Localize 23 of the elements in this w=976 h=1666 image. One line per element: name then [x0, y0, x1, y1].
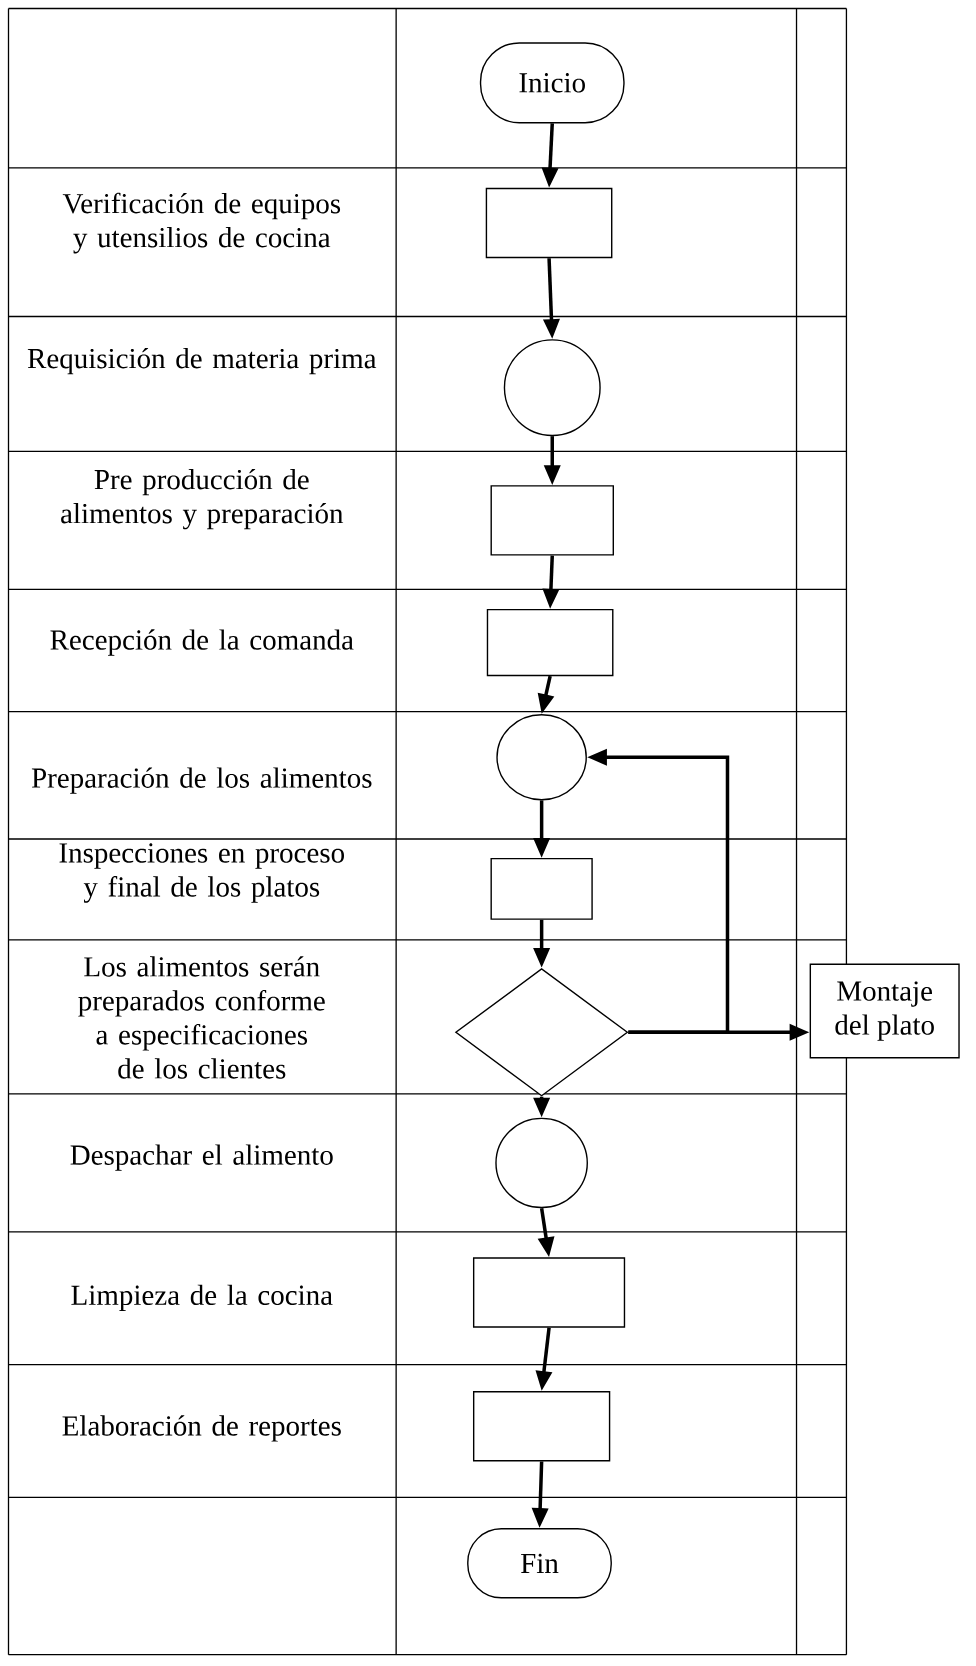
cell-text: Los alimentos serán preparados conforme a especificaciones de los clientes: [78, 956, 325, 1079]
connector-circle: [503, 339, 601, 437]
cell-text: Pre producción de alimentos y preparación: [61, 468, 344, 530]
cell-text: Verificación de equipos y utensilios de cocina: [62, 192, 341, 254]
cell-text: Recepción de la comanda: [50, 629, 354, 656]
decision-diamond: [454, 968, 629, 1097]
cell-text: Despachar el alimento: [70, 1144, 333, 1171]
process-box: Montaje del plato: [809, 963, 960, 1059]
cell-text: Elaboración de reportes: [62, 1415, 341, 1442]
process-box: [473, 1391, 611, 1462]
connector-circle: [496, 714, 587, 801]
process-box: [472, 1257, 626, 1328]
process-box: [485, 187, 613, 259]
connector-circle: [495, 1117, 588, 1209]
terminal-box: Inicio: [479, 42, 625, 124]
process-box: [486, 608, 614, 677]
cell-text: Preparación de los alimentos: [31, 767, 372, 794]
cell-text: Requisición de materia prima: [27, 347, 377, 375]
terminal-box: Fin: [467, 1528, 612, 1599]
cell-text: Limpieza de la cocina: [71, 1284, 333, 1311]
cell-text: Inspecciones en proceso y final de los platos: [59, 843, 344, 903]
process-box: [490, 857, 593, 920]
process-box: [490, 485, 614, 556]
